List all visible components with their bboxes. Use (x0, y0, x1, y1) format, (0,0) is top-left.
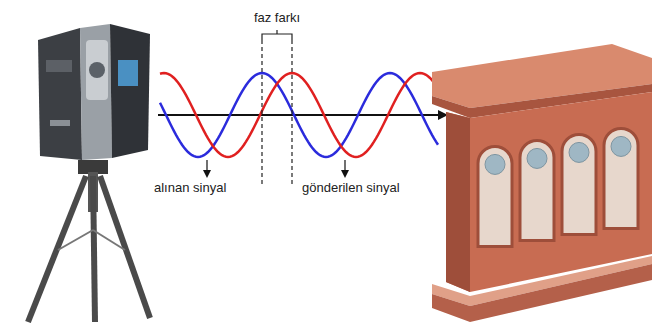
received-wave (160, 73, 438, 157)
leader-line (206, 160, 207, 176)
sent-wave (160, 73, 438, 157)
time-axis (158, 114, 446, 116)
arch (604, 128, 638, 228)
phase-label: faz farkı (252, 10, 302, 26)
signal-label: alınan sinyal (152, 180, 228, 196)
round-window (611, 136, 631, 156)
arch (478, 146, 512, 246)
round-window (569, 142, 589, 162)
leader-line (344, 160, 345, 176)
phase-bracket (262, 30, 292, 185)
laser-scanner (38, 24, 150, 160)
building-ornament (432, 44, 652, 322)
round-window (527, 148, 547, 168)
arch (562, 134, 596, 234)
arch (520, 140, 554, 240)
signal-label: gönderilen sinyal (300, 180, 402, 196)
round-window (485, 154, 505, 174)
tripod (28, 160, 150, 322)
